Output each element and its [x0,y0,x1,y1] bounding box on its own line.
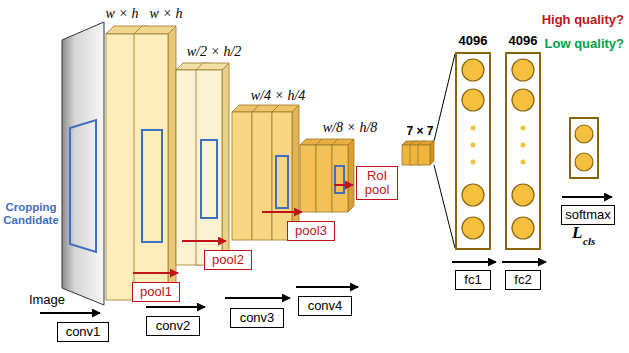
neuron [462,217,484,239]
roi-feature-map [418,141,434,165]
softmax-output-column [570,118,598,178]
fc-layer-column: 4096 [455,52,491,250]
layer-name: conv3 [233,311,281,325]
slab-front [232,112,252,240]
layer-arrow [502,261,546,263]
slab-front [196,70,222,265]
roi-pool-box: RoI pool [356,166,398,200]
layer-name-box: conv1 [57,322,109,342]
slab-side [222,63,229,265]
layer-arrow [225,297,290,299]
projection-line [434,165,455,248]
ellipsis-dot [521,143,526,148]
slab-front [332,145,348,212]
layer-name: pool1 [135,285,177,299]
dimension-label: w × h [150,6,183,21]
layer-name-box: fc2 [505,270,541,290]
slab-front [418,145,430,165]
neuron [462,184,484,206]
pool-arrow [334,184,353,186]
pool-arrows [133,185,353,273]
layer-name: conv2 [149,319,197,333]
slab-side [348,139,354,212]
slab-front [252,112,272,240]
dimension-label: 7 × 7 [406,125,433,138]
layer-name-box: fc1 [455,270,491,290]
layer-name-box: conv2 [146,316,200,336]
feature-maps [106,26,434,300]
layer-name: fc1 [458,273,488,287]
conv1-feature-map [134,26,176,300]
pool-arrow [262,211,302,213]
pool-arrow [133,272,178,274]
layer-name: conv1 [60,325,106,339]
dimension-label: w/4 × h/4 [251,88,306,103]
crop-projection [276,156,288,208]
neuron [575,125,593,143]
class-label: Low quality? [545,37,624,51]
neuron [512,217,534,239]
layer-size: 4096 [509,34,538,48]
crop-projection [142,130,162,242]
ellipsis-dots [471,126,526,165]
crop-projection [335,166,344,193]
layer-name: fc2 [508,273,538,287]
layer-name: conv4 [301,299,349,313]
projection-lines [434,54,455,248]
ellipsis-dot [521,126,526,131]
layer-arrow [562,196,612,198]
crop-projection [201,140,217,218]
dimension-label: w/2 × h/2 [187,44,242,59]
neuron [512,59,534,81]
dimension-label: w/8 × h/8 [323,120,378,135]
neuron [462,89,484,111]
layer-name: RoI pool [359,169,395,198]
neuron [575,153,593,171]
slab-front [134,34,168,300]
pool-box: pool3 [287,221,335,240]
conv3-feature-map [272,105,299,240]
slab-front [300,145,316,212]
slab-side [292,105,299,240]
fc-layer-column: 4096 [505,52,541,250]
pool-box: pool2 [204,250,252,269]
crop-candidate-outline [70,120,96,252]
slab-front [316,145,332,212]
layer-arrow [146,306,205,308]
layer-name: pool2 [207,253,249,267]
loss-subscript: cls [583,235,595,247]
conv2-feature-map [196,63,229,265]
layer-name: pool3 [290,224,332,238]
class-label: High quality? [542,13,624,27]
layer-name-box: conv3 [230,308,284,328]
ellipsis-dot [471,143,476,148]
slab-side [430,141,434,165]
layer-size: 4096 [459,34,488,48]
conv4-feature-map [332,139,354,212]
slab-side [168,26,176,300]
ellipsis-dot [521,160,526,165]
projection-line [434,54,455,141]
input-label: Image [29,293,65,307]
crop-projections [142,130,344,242]
ellipsis-dot [471,160,476,165]
pool-arrow [182,240,226,242]
layer-arrow [40,312,100,314]
pool-box: pool1 [132,282,180,301]
loss-symbol: L [572,224,582,243]
neuron [512,89,534,111]
ellipsis-dot [471,126,476,131]
layer-name-box: conv4 [298,296,352,316]
neuron [512,184,534,206]
neuron [462,59,484,81]
dimension-label: w × h [106,6,139,21]
layer-arrow [296,286,358,288]
layer-arrow [452,261,496,263]
input-caption: Cropping Candidate [0,201,62,226]
layer-name: softmax [564,208,612,222]
softmax-box: softmax [561,205,615,225]
input-image-sheet [62,22,104,305]
